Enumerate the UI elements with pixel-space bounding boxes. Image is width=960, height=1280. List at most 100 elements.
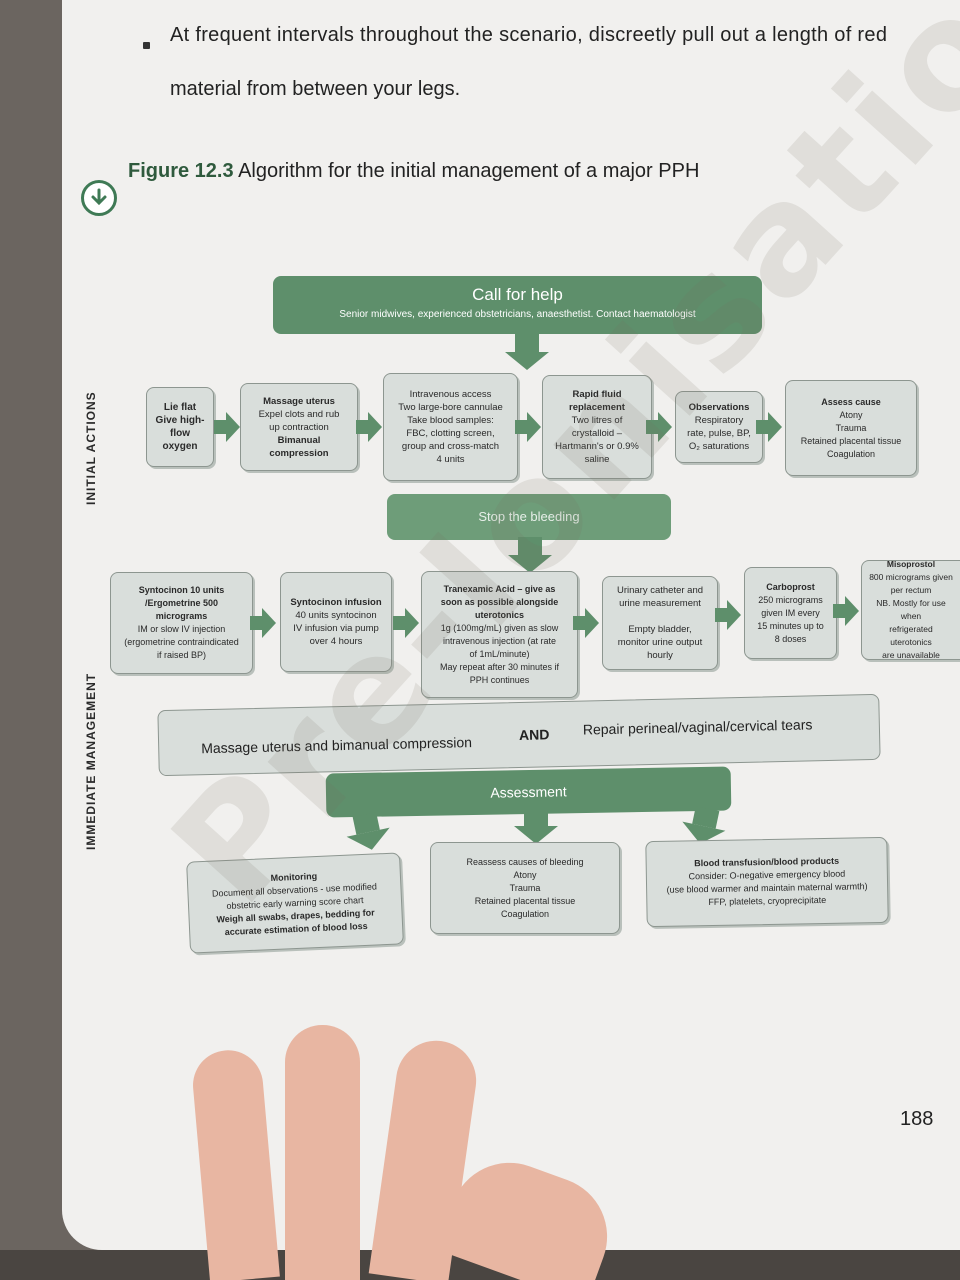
right-arrow-icon	[515, 412, 541, 442]
box-line: Intravenous access	[409, 389, 492, 400]
right-arrow-icon	[356, 412, 382, 442]
box-line: group and cross-match	[401, 441, 500, 452]
box-line: Misoprostol	[886, 559, 936, 569]
box-line	[609, 610, 711, 623]
box-line: 8 doses	[774, 633, 807, 644]
figure-title: Figure 12.3 Algorithm for the initial ma…	[128, 160, 699, 183]
box-line: 1g (100mg/mL) given as slow	[440, 622, 559, 633]
box-line: Two litres of	[571, 415, 623, 426]
step-misoprostol: Misoprostol 800 micrograms given per rectu…	[861, 559, 960, 660]
box-line: up contraction	[269, 421, 329, 433]
box-line: (ergometrine contraindicated	[124, 637, 239, 647]
box-line: Atony	[839, 409, 863, 420]
box-line: 800 micrograms given	[869, 572, 953, 582]
down-arrow-icon	[508, 537, 552, 573]
box-line: Lie flat	[163, 402, 197, 413]
right-arrow-icon	[573, 608, 599, 638]
down-arrow-icon	[514, 808, 558, 844]
box-line: replacement	[569, 402, 625, 413]
box-line: Bimanual	[277, 434, 321, 446]
box-line: Take blood samples:	[407, 415, 494, 426]
box-line: Give high-	[155, 415, 205, 426]
call-for-help-title: Call for help	[472, 285, 563, 304]
assessment-label: Assessment	[490, 783, 567, 801]
box-line: 250 micrograms	[758, 594, 823, 605]
box-line: Coagulation	[500, 908, 550, 919]
box-line: uterotonics	[474, 609, 524, 620]
box-line: Expel clots and rub	[258, 408, 340, 420]
right-arrow-icon	[393, 608, 419, 638]
box-line: Observations	[688, 402, 750, 413]
box-line: oxygen	[162, 441, 198, 452]
box-line: Rapid fluid	[572, 389, 622, 400]
stop-bleeding-bar: Stop the bleeding	[387, 494, 671, 540]
box-line: FBC, clotting screen,	[406, 428, 495, 439]
box-line: urine measurement	[619, 598, 701, 609]
right-arrow-icon	[833, 596, 859, 626]
box-line: intravenous injection (at rate	[442, 635, 557, 646]
box-line: Trauma	[835, 422, 867, 433]
box-line: IV infusion via pump	[293, 623, 379, 634]
box-line: Massage uterus	[263, 395, 335, 407]
step-carboprost: Carboprost 250 micrograms given IM every 15…	[744, 567, 837, 659]
box-line: flow	[170, 428, 190, 439]
box-line: given IM every	[761, 607, 820, 618]
call-for-help-subtitle: Senior midwives, experienced obstetricia…	[339, 309, 696, 320]
box-line: PPH continues	[469, 674, 530, 685]
box-line: Syntocinon infusion	[290, 597, 382, 608]
page-number: 188	[900, 1108, 934, 1130]
box-line: Retained placental tissue	[800, 435, 902, 446]
box-line: Two large-bore cannulae	[398, 402, 503, 413]
call-for-help-bar: Call for help Senior midwives, experienc…	[273, 276, 762, 334]
box-line: IM or slow IV injection	[137, 624, 226, 634]
down-arrow-icon	[81, 180, 117, 216]
step-tranexamic-acid: Tranexamic Acid – give as soon as possibl…	[421, 571, 578, 698]
box-line: Carboprost	[766, 581, 815, 592]
box-line: compression	[269, 447, 329, 459]
box-line: Retained placental tissue	[474, 895, 576, 906]
box-line: Syntocinon 10 units	[138, 585, 225, 595]
box-line: 40 units syntocinon	[295, 610, 377, 621]
figure-label: Figure 12.3	[128, 160, 234, 182]
box-line: Respiratory	[694, 415, 744, 426]
stop-bleeding-label: Stop the bleeding	[478, 509, 580, 524]
bullet-text-line-1: At frequent intervals throughout the sce…	[170, 24, 888, 46]
box-line: Hartmann's or 0.9%	[555, 441, 639, 452]
bullet-icon	[143, 42, 150, 49]
box-line: are unavailable	[882, 650, 940, 660]
box-line: Tranexamic Acid – give as	[443, 583, 556, 594]
box-line: Trauma	[509, 882, 541, 893]
side-label-initial-actions: INITIAL ACTIONS	[84, 391, 98, 505]
box-line: soon as possible alongside	[440, 596, 559, 607]
box-line: May repeat after 30 minutes if	[439, 661, 560, 672]
box-line: saline	[584, 454, 610, 465]
finger	[285, 1025, 360, 1280]
right-arrow-icon	[646, 412, 672, 442]
figure-caption: Algorithm for the initial management of …	[238, 160, 700, 182]
box-line: micrograms	[155, 611, 208, 621]
box-line: Atony	[513, 869, 537, 880]
repair-label: Repair perineal/vaginal/cervical tears	[582, 716, 813, 738]
box-line: refrigerated uterotonics	[889, 624, 933, 647]
box-line: of 1mL/minute)	[469, 648, 530, 659]
box-line: 4 units	[436, 454, 465, 465]
down-arrow-icon	[505, 334, 549, 370]
box-line: per rectum	[890, 585, 932, 595]
box-line: 15 minutes up to	[757, 620, 824, 631]
right-arrow-icon	[715, 600, 741, 630]
box-line: Coagulation	[826, 448, 876, 459]
box-line: Empty bladder,	[628, 624, 692, 635]
box-line: hourly	[647, 650, 673, 661]
